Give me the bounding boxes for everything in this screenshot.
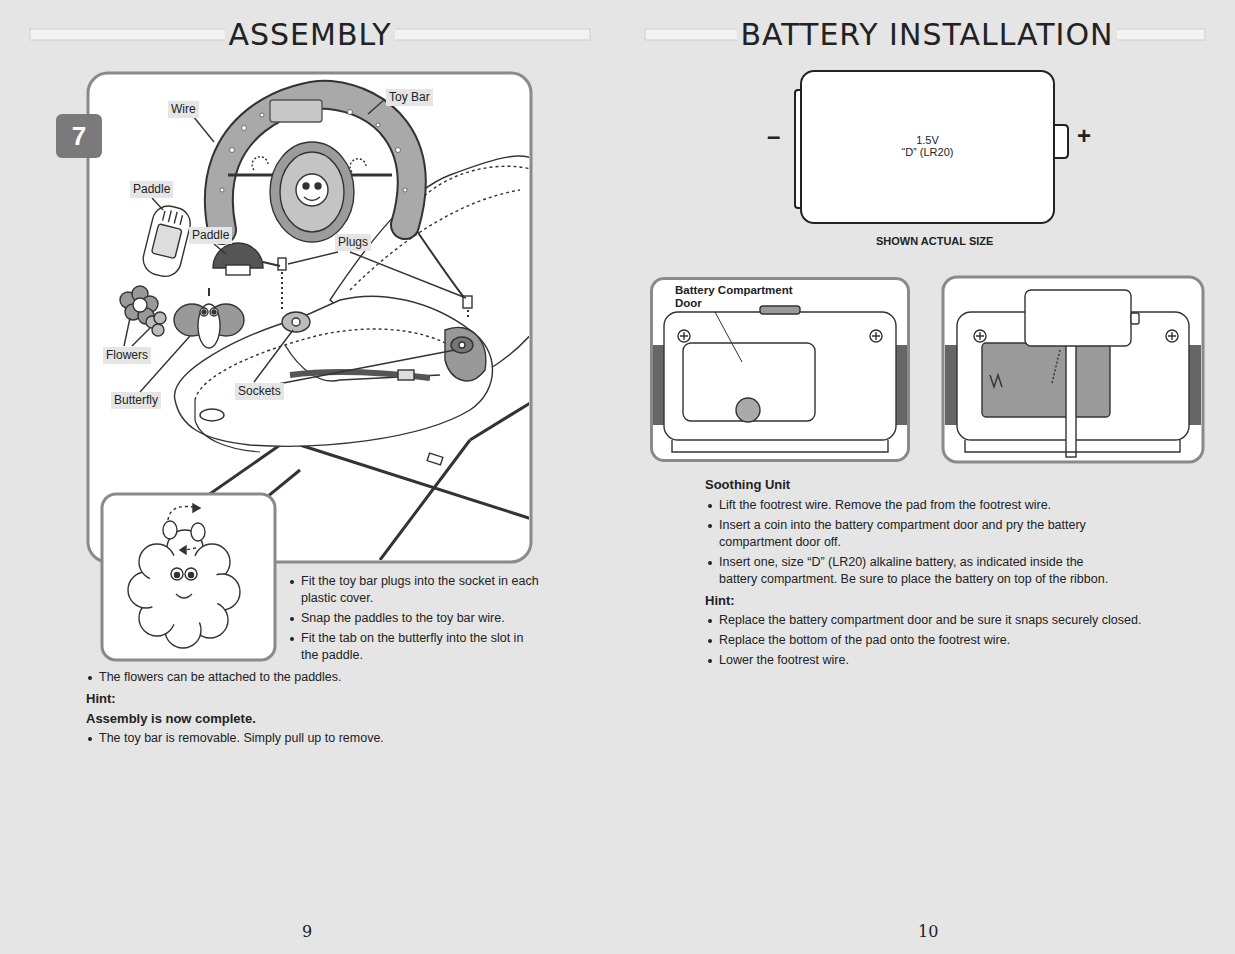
bouncer-drawing xyxy=(115,95,529,560)
battery-fill xyxy=(800,70,1055,224)
battery-marking: 1.5V xyxy=(802,134,1053,146)
instruction-step: Snap the paddles to the toy bar wire. xyxy=(301,610,541,627)
part-name: Paddle xyxy=(130,181,173,198)
instruction-step: The flowers can be attached to the paddl… xyxy=(99,669,579,686)
part-name: Toy Bar xyxy=(386,89,433,106)
bullet-dot xyxy=(708,639,712,643)
part-name: Butterfly xyxy=(111,392,161,409)
instruction-step: Replace the battery compartment door and… xyxy=(719,612,1189,629)
inset-panel xyxy=(102,494,275,660)
bullet-dot xyxy=(88,737,92,741)
part-name: Battery Compartment Door xyxy=(675,284,805,310)
flower-inset-drawing xyxy=(128,504,240,648)
instruction-step: Insert one, size “D” (LR20) alkaline bat… xyxy=(719,554,1114,588)
bullet-dot xyxy=(290,617,294,621)
page-heading: BATTERY INSTALLATION xyxy=(737,17,1116,52)
hint-heading: Hint: xyxy=(86,690,116,707)
part-name: Sockets xyxy=(235,383,284,400)
page-number: 9 xyxy=(302,922,312,941)
battery-in-compartment-drawing xyxy=(945,290,1201,457)
figure-caption: SHOWN ACTUAL SIZE xyxy=(876,233,993,250)
part-name: Wire xyxy=(168,101,199,118)
section-heading: Soothing Unit xyxy=(705,476,790,493)
bullet-dot xyxy=(708,659,712,663)
page-number: 10 xyxy=(918,922,938,941)
figure-panel: Battery Compartment Door xyxy=(650,277,910,462)
note-heading: Assembly is now complete. xyxy=(86,710,256,727)
bullet-dot xyxy=(88,676,92,680)
instruction-step: Replace the bottom of the pad onto the f… xyxy=(719,632,1189,649)
part-name: Flowers xyxy=(103,347,151,364)
instruction-step: Fit the toy bar plugs into the socket in… xyxy=(301,573,541,607)
bullet-dot xyxy=(290,580,294,584)
bullet-dot xyxy=(290,637,294,641)
step-number: 7 xyxy=(56,121,102,152)
battery-marking: “D” (LR20) xyxy=(802,146,1053,158)
instruction-step: Insert a coin into the battery compartme… xyxy=(719,517,1114,551)
figure-panel xyxy=(943,277,1203,462)
bullet-dot xyxy=(708,524,712,528)
instruction-step: Lower the footrest wire. xyxy=(719,652,1189,669)
compartment-door-drawing xyxy=(652,306,908,452)
instruction-step: Fit the tab on the butterfly into the sl… xyxy=(301,630,541,664)
battery-terminal xyxy=(1055,125,1068,158)
panel-fill xyxy=(650,277,910,462)
page-heading: ASSEMBLY xyxy=(225,17,394,52)
step-badge: 7 xyxy=(56,114,102,158)
part-name: Paddle xyxy=(189,227,232,244)
polarity-sign: – xyxy=(767,127,780,144)
bullet-dot xyxy=(708,619,712,623)
instruction-step: The toy bar is removable. Simply pull up… xyxy=(99,730,579,747)
battery-outline: 1.5V“D” (LR20) xyxy=(800,70,1055,224)
part-name: Plugs xyxy=(335,234,371,251)
bullet-dot xyxy=(708,561,712,565)
bullet-dot xyxy=(708,504,712,508)
instruction-step: Lift the footrest wire. Remove the pad f… xyxy=(719,497,1159,514)
hint-heading: Hint: xyxy=(705,592,735,609)
polarity-sign: + xyxy=(1077,127,1091,144)
